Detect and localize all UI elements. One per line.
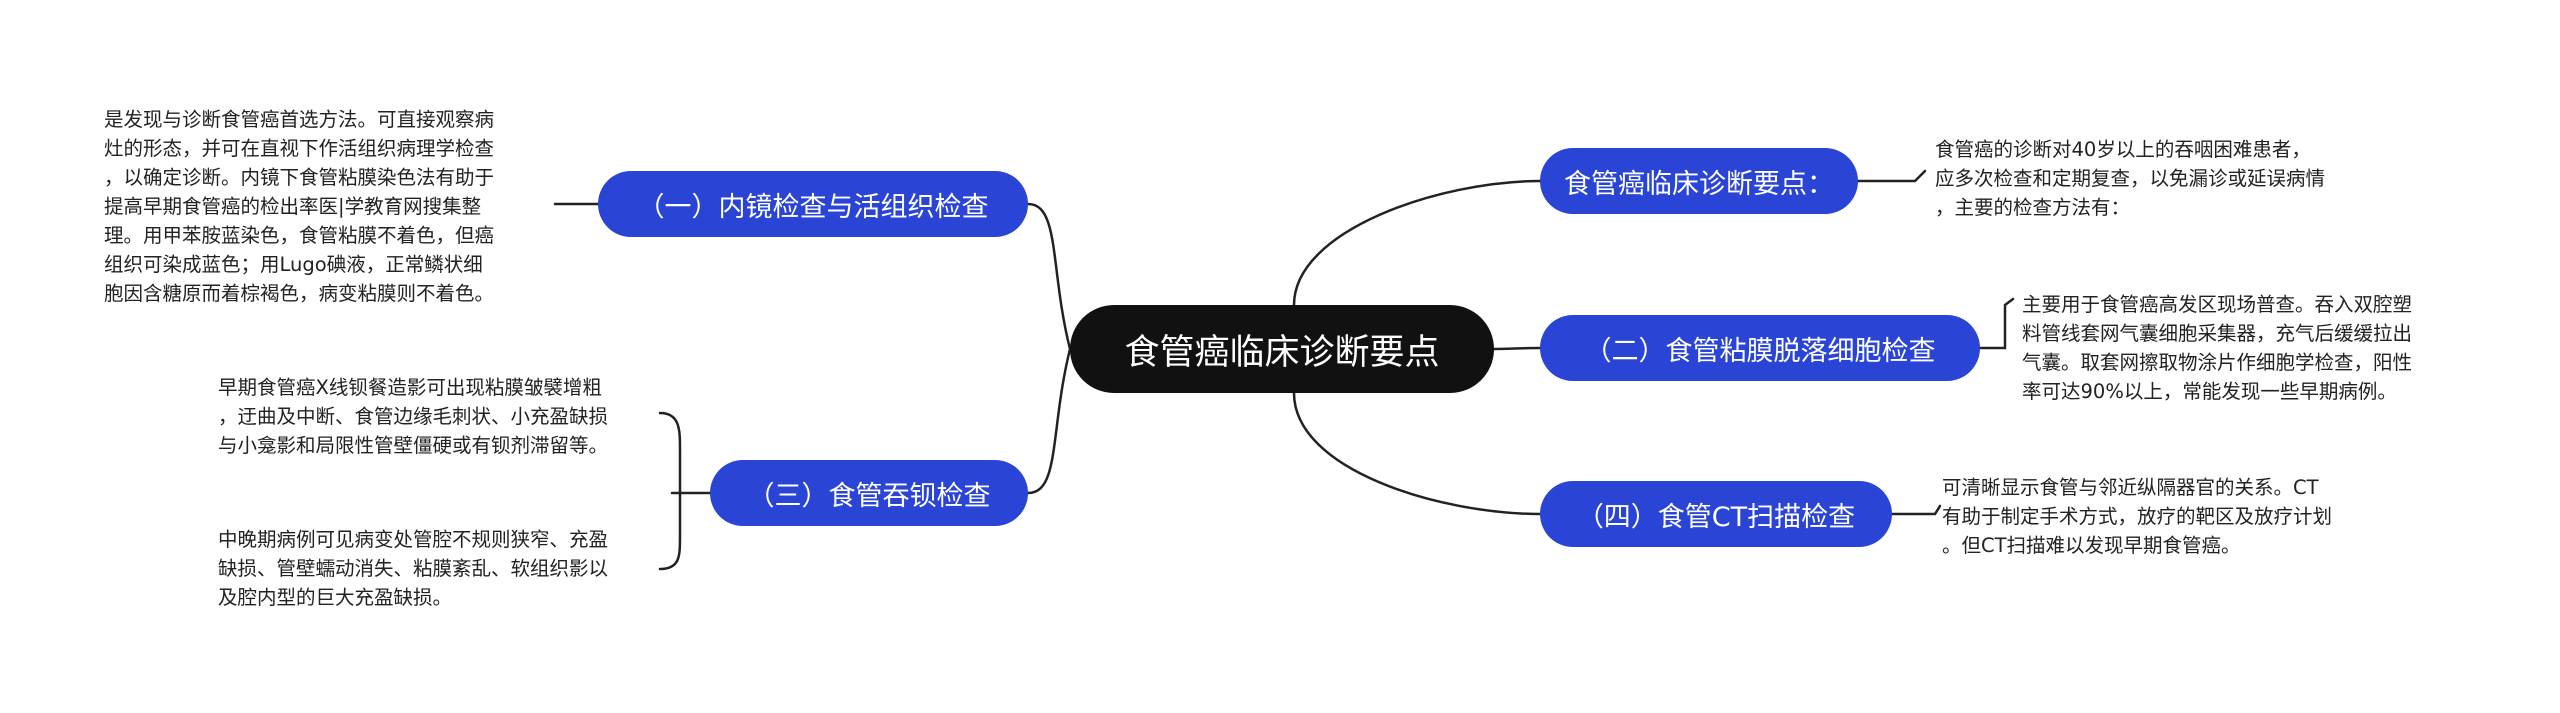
link-cytology-note <box>1978 297 2015 350</box>
note-ct: 可清晰显示食管与邻近纵隔器官的关系。CT 有助于制定手术方式，放疗的靶区及放疗计… <box>1942 476 2333 557</box>
note-barium-late: 中晚期病例可见病变处管腔不规则狭窄、充盈 缺损、管壁蠕动消失、粘膜紊乱、软组织影… <box>218 528 609 609</box>
note-cytology: 主要用于食管癌高发区现场普查。吞入双腔塑 料管线套网气囊细胞采集器，充气后缓缓拉… <box>2022 293 2413 403</box>
branch-cytology[interactable]: （二）食管粘膜脱落细胞检查 <box>1540 315 1980 381</box>
branch-endoscopy[interactable]: （一）内镜检查与活组织检查 <box>598 171 1028 237</box>
link-central-barium <box>1026 347 1072 495</box>
note-barium-early: 早期食管癌X线钡餐造影可出现粘膜皱襞增粗 ，迂曲及中断、食管边缘毛刺状、小充盈缺… <box>218 376 609 457</box>
link-ct-note <box>1890 504 1942 516</box>
branch-ct[interactable]: （四）食管CT扫描检查 <box>1540 481 1892 547</box>
note-key-points: 食管癌的诊断对40岁以上的吞咽困难患者， 应多次检查和定期复查，以免漏诊或延误病… <box>1935 138 2326 219</box>
central-topic[interactable]: 食管癌临床诊断要点 <box>1070 305 1494 393</box>
link-key-note <box>1856 169 1927 183</box>
branch-key-points[interactable]: 食管癌临床诊断要点： <box>1540 148 1858 214</box>
link-central-ct <box>1292 391 1542 516</box>
link-central-key <box>1292 179 1542 307</box>
link-central-endoscopy <box>1026 202 1072 351</box>
link-barium-bracket <box>658 411 682 571</box>
branch-barium[interactable]: （三）食管吞钡检查 <box>710 460 1028 526</box>
note-endoscopy: 是发现与诊断食管癌首选方法。可直接观察病 灶的形态，并可在直视下作活组织病理学检… <box>104 108 495 305</box>
link-central-cytology <box>1492 346 1542 351</box>
